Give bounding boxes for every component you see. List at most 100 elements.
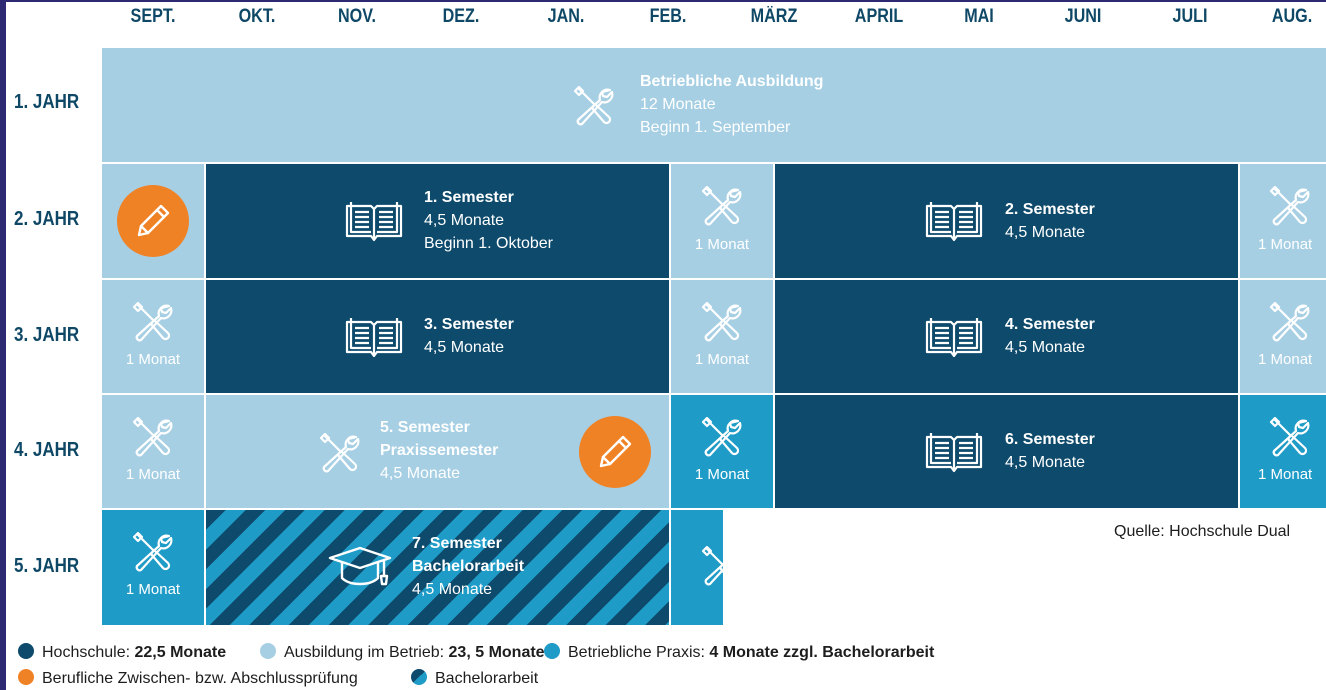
- legend-bachelor-label: Bachelorarbeit: [435, 670, 539, 687]
- month-juli: JULI: [1172, 6, 1208, 27]
- semester-6-block: 6. Semester 4,5 Monate: [775, 395, 1238, 508]
- semester-7-block: 7. Semester Bachelorarbeit 4,5 Monate: [206, 510, 669, 625]
- tools-icon: [1269, 301, 1310, 342]
- tools-icon: [319, 432, 360, 473]
- one-month-label: 1 Monat: [125, 351, 181, 368]
- semester-4-duration: 4,5 Monate: [1005, 339, 1086, 356]
- semester-5-block: 5. Semester Praxissemester 4,5 Monate: [206, 395, 669, 508]
- exam-cell-year2: [102, 164, 204, 278]
- year-4-label: 4. JAHR: [14, 439, 80, 461]
- one-month-label: 1 Monat: [694, 236, 750, 253]
- month-dez: DEZ.: [442, 6, 480, 27]
- semester-7-type: Bachelorarbeit: [412, 558, 525, 575]
- legend-pruefung: Berufliche Zwischen- bzw. Abschlussprüfu…: [18, 669, 358, 688]
- semester-3-block: 3. Semester 4,5 Monate: [206, 280, 669, 393]
- semester-3-title: 3. Semester: [424, 316, 514, 333]
- semester-2-duration: 4,5 Monate: [1005, 224, 1086, 241]
- one-month-label: 1 Monat: [694, 351, 750, 368]
- month-maerz: MÄRZ: [750, 6, 798, 27]
- frame-left-border: [0, 0, 6, 690]
- month-sept: SEPT.: [130, 6, 176, 27]
- pencil-icon: [137, 204, 170, 237]
- semester-7-title: 7. Semester: [412, 535, 502, 552]
- legend-hochschule-label: Hochschule:: [42, 644, 135, 661]
- book-icon: [925, 202, 983, 242]
- praxis-month-y4-feb: 1 Monat: [671, 395, 773, 508]
- tools-icon: [701, 301, 742, 342]
- semester-1-duration: 4,5 Monate: [424, 212, 505, 229]
- legend-ausbildung-value: 23, 5 Monate: [448, 644, 545, 661]
- book-icon: [925, 318, 983, 358]
- legend-hochschule-value: 22,5 Monate: [134, 644, 227, 661]
- semester-2-block: 2. Semester 4,5 Monate: [775, 164, 1238, 278]
- legend-dot-bachelor: [411, 669, 427, 685]
- praxis-month-y2-feb: 1 Monat: [671, 164, 773, 278]
- legend-dot-ausbildung: [260, 643, 276, 659]
- legend-pruefung-label: Berufliche Zwischen- bzw. Abschlussprüfu…: [42, 670, 358, 687]
- legend-bachelor: Bachelorarbeit: [411, 669, 538, 688]
- semester-4-title: 4. Semester: [1005, 316, 1095, 333]
- tools-icon: [1269, 416, 1310, 457]
- legend-dot-hochschule: [18, 643, 34, 659]
- semester-2-title: 2. Semester: [1005, 201, 1095, 218]
- legend-ausbildung-label: Ausbildung im Betrieb:: [284, 644, 449, 661]
- semester-5-duration: 4,5 Monate: [380, 465, 461, 482]
- praxis-month-y5-sept: 1 Monat: [102, 510, 204, 625]
- month-nov: NOV.: [337, 6, 377, 27]
- month-mai: MAI: [964, 6, 994, 27]
- praxis-month-y3-sept: 1 Monat: [102, 280, 204, 393]
- month-okt: OKT.: [238, 6, 276, 27]
- tools-icon: [132, 301, 173, 342]
- legend-praxis: Betriebliche Praxis: 4 Monate zzgl. Bach…: [544, 643, 934, 662]
- year-3-label: 3. JAHR: [14, 324, 80, 346]
- praxis-month-y4-sept: 1 Monat: [102, 395, 204, 508]
- semester-5-title: 5. Semester: [380, 419, 470, 436]
- semester-6-title: 6. Semester: [1005, 431, 1095, 448]
- legend-praxis-value: 4 Monate zzgl. Bachelorarbeit: [709, 644, 935, 661]
- one-month-label: 1 Monat: [1258, 351, 1313, 368]
- legend-praxis-label: Betriebliche Praxis:: [568, 644, 710, 661]
- tools-icon: [132, 416, 173, 457]
- legend-ausbildung: Ausbildung im Betrieb: 23, 5 Monate: [260, 643, 545, 662]
- source-label: Quelle: Hochschule Dual: [1114, 523, 1291, 540]
- exam-badge: [117, 185, 189, 257]
- one-month-label: 1 Monat: [1258, 466, 1313, 483]
- praxis-month-y4-aug: 1 Monat: [1240, 395, 1326, 508]
- semester-6-duration: 4,5 Monate: [1005, 454, 1086, 471]
- praxis-month-y3-feb: 1 Monat: [671, 280, 773, 393]
- tools-icon: [1269, 185, 1310, 226]
- semester-1-block: 1. Semester 4,5 Monate Beginn 1. Oktober: [206, 164, 669, 278]
- tools-icon: [701, 416, 742, 457]
- month-april: APRIL: [854, 6, 904, 27]
- praxis-month-y5-feb-partial: [671, 510, 723, 625]
- ausbildung-start: Beginn 1. September: [640, 119, 791, 136]
- legend-dot-pruefung: [18, 669, 34, 685]
- tools-icon: [701, 185, 742, 226]
- tools-icon: [573, 85, 614, 126]
- one-month-label: 1 Monat: [125, 581, 181, 598]
- month-aug: AUG.: [1271, 6, 1313, 27]
- semester-7-duration: 4,5 Monate: [412, 581, 493, 598]
- month-jan: JAN.: [547, 6, 585, 27]
- one-month-label: 1 Monat: [1258, 236, 1313, 253]
- month-juni: JUNI: [1064, 6, 1102, 27]
- semester-3-duration: 4,5 Monate: [424, 339, 505, 356]
- tools-icon: [701, 545, 723, 586]
- semester-5-type: Praxissemester: [380, 442, 499, 459]
- book-icon: [345, 318, 403, 358]
- legend-dot-praxis: [544, 643, 560, 659]
- pencil-icon: [599, 435, 632, 468]
- frame-top-border: [0, 0, 1326, 2]
- semester-1-start: Beginn 1. Oktober: [424, 235, 553, 252]
- graduation-cap-icon: [328, 546, 392, 586]
- semester-1-title: 1. Semester: [424, 189, 514, 206]
- month-feb: FEB.: [649, 6, 687, 27]
- legend-hochschule: Hochschule: 22,5 Monate: [18, 643, 226, 662]
- ausbildung-duration: 12 Monate: [640, 96, 716, 113]
- semester-4-block: 4. Semester 4,5 Monate: [775, 280, 1238, 393]
- tools-icon: [132, 531, 173, 572]
- praxis-month-y3-aug: 1 Monat: [1240, 280, 1326, 393]
- year-2-label: 2. JAHR: [14, 208, 80, 230]
- one-month-label: 1 Monat: [694, 466, 750, 483]
- book-icon: [345, 202, 403, 242]
